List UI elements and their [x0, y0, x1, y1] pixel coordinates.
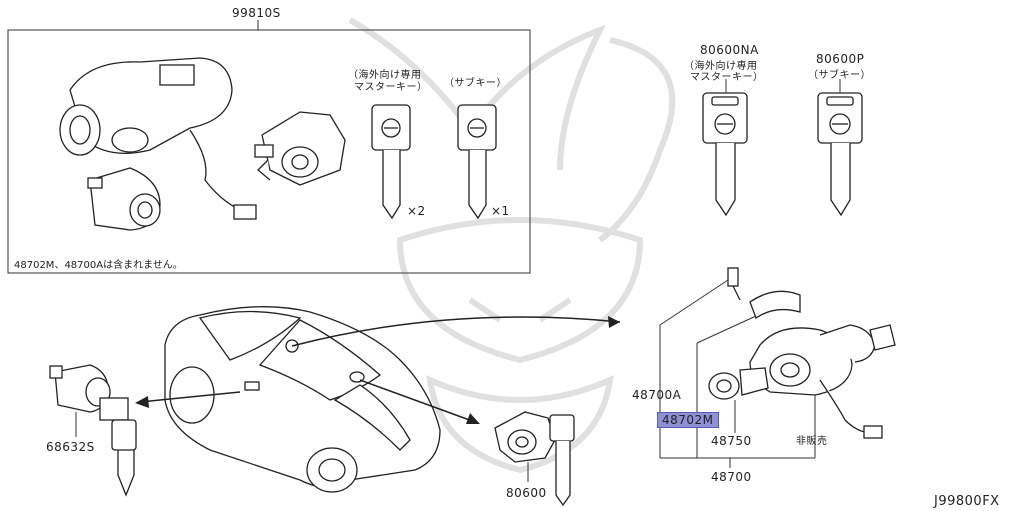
master-key-note-2: マスターキー） [354, 82, 428, 93]
key-80600p-note: （サブキー） [808, 70, 871, 81]
door-lock-cylinder-kit [254, 111, 346, 186]
key-80600na-note-1: （海外向け専用 [684, 61, 758, 72]
label-part-48702m[interactable]: 48702M [657, 412, 719, 428]
connection-arrows [135, 316, 621, 424]
label-key-80600p[interactable]: 80600P [816, 52, 865, 66]
sub-key-kit [457, 104, 497, 220]
qty-master: ×2 [407, 204, 426, 218]
kit-note: 48702M、48700Aは含まれません。 [14, 260, 183, 271]
steering-lock-assembly [708, 267, 896, 439]
label-part-68632s[interactable]: 68632S [46, 440, 95, 454]
label-part-48700a[interactable]: 48700A [632, 388, 682, 402]
label-part-48750[interactable]: 48750 [711, 434, 752, 448]
trunk-lock-cylinder [49, 364, 137, 497]
label-key-80600na[interactable]: 80600NA [700, 43, 759, 57]
key-80600p [817, 92, 863, 217]
key-80600na-note-2: マスターキー） [690, 72, 764, 83]
label-part-80600[interactable]: 80600 [506, 486, 547, 500]
ignition-switch-assembly [59, 57, 257, 231]
car-body [164, 306, 441, 493]
sub-key-note: （サブキー） [444, 78, 507, 89]
diagram-code: J99800FX [934, 494, 1000, 509]
label-kit-99810s[interactable]: 99810S [232, 6, 281, 20]
master-key-note-1: （海外向け専用 [348, 70, 422, 81]
key-80600na [702, 92, 748, 217]
qty-sub: ×1 [491, 204, 510, 218]
door-lock-cylinder-80600 [494, 411, 575, 507]
part-bracket-lines [659, 279, 816, 468]
label-part-48700[interactable]: 48700 [711, 470, 752, 484]
label-not-sold: 非販売 [796, 436, 828, 447]
kit-frame [7, 29, 531, 274]
master-key-kit [371, 104, 411, 220]
watermark-emblem [348, 17, 676, 474]
